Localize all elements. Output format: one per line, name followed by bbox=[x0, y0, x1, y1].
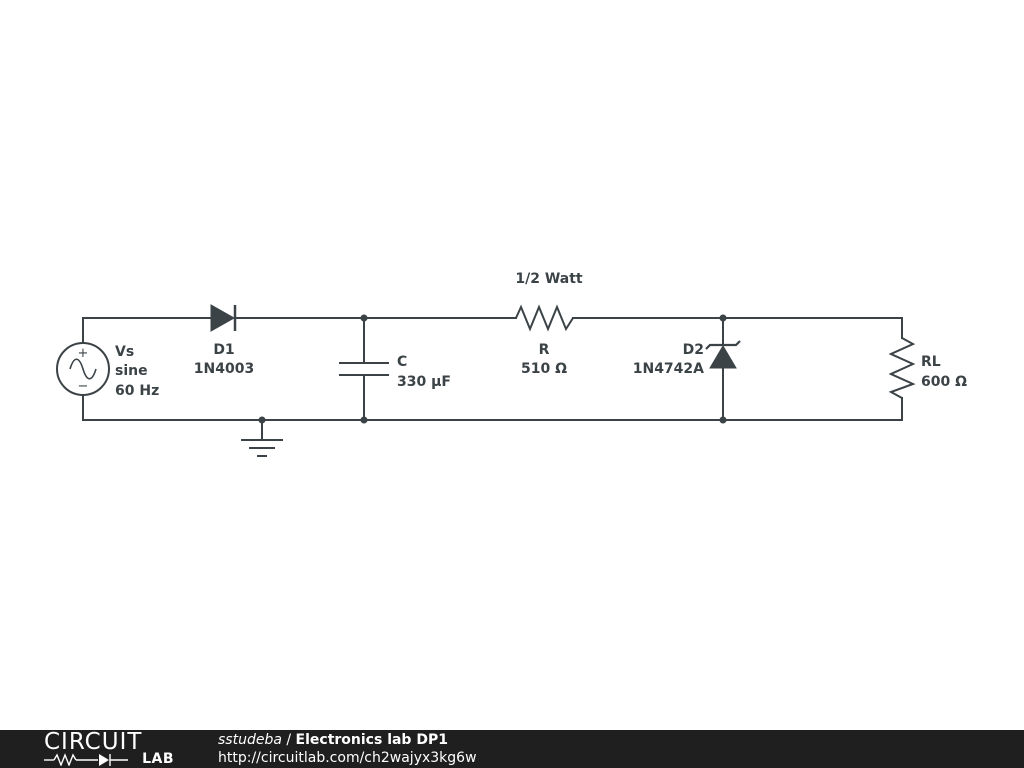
source-name-label: Vs bbox=[115, 344, 134, 360]
junction-dot-cap-bottom bbox=[360, 416, 368, 424]
zener-d2-bar bbox=[705, 340, 741, 350]
circuitlab-logo[interactable]: CIRCUIT LAB bbox=[44, 730, 176, 768]
rl-name-label: RL bbox=[921, 354, 941, 370]
logo-text-circuit: CIRCUIT bbox=[44, 729, 143, 755]
footer-bar: CIRCUIT LAB sstudeba / Electronics lab D… bbox=[0, 730, 1024, 768]
d1-name-label: D1 bbox=[213, 342, 234, 358]
source-minus-sign: − bbox=[78, 379, 89, 394]
d2-name-label: D2 bbox=[683, 342, 704, 358]
junction-dot-zener-top bbox=[719, 314, 727, 322]
zener-d2-triangle bbox=[709, 345, 737, 369]
junction-dot-cap-top bbox=[360, 314, 368, 322]
junction-dot-zener-bottom bbox=[719, 416, 727, 424]
resistor-rl bbox=[888, 337, 916, 399]
sine-wave-icon bbox=[69, 358, 97, 380]
ground-symbol bbox=[241, 439, 283, 457]
c-name-label: C bbox=[397, 354, 407, 370]
owner-link[interactable]: sstudeba bbox=[218, 732, 282, 748]
diode-d1-triangle bbox=[210, 304, 236, 332]
zener-diode-d2 bbox=[705, 340, 741, 369]
capacitor-c bbox=[339, 362, 389, 376]
resistor-r bbox=[515, 304, 574, 332]
d1-part-label: 1N4003 bbox=[194, 361, 254, 377]
source-type-label: sine bbox=[115, 363, 148, 379]
circuit-schematic: + − bbox=[56, 271, 967, 457]
junction-dot-ground bbox=[258, 416, 266, 424]
logo-resistor-diode-icon bbox=[44, 753, 128, 766]
logo-text-lab: LAB bbox=[142, 751, 174, 767]
footer-info: sstudeba / Electronics lab DP1 http://ci… bbox=[218, 731, 477, 767]
title-separator: / bbox=[281, 732, 296, 748]
r-note-label: 1/2 Watt bbox=[515, 271, 583, 287]
circuit-url[interactable]: http://circuitlab.com/ch2wajyx3kg6w bbox=[218, 750, 477, 766]
source-plus-sign: + bbox=[78, 346, 89, 361]
voltage-source-vs: + − bbox=[56, 342, 110, 396]
c-value-label: 330 µF bbox=[397, 374, 451, 390]
r-name-label: R bbox=[539, 342, 550, 358]
circuit-title: Electronics lab DP1 bbox=[295, 732, 448, 748]
d2-part-label: 1N4742A bbox=[633, 361, 704, 377]
rl-value-label: 600 Ω bbox=[921, 374, 967, 390]
r-value-label: 510 Ω bbox=[521, 361, 567, 377]
diode-d1 bbox=[210, 304, 237, 332]
footer-title-line: sstudeba / Electronics lab DP1 bbox=[218, 731, 477, 749]
source-freq-label: 60 Hz bbox=[115, 383, 159, 399]
